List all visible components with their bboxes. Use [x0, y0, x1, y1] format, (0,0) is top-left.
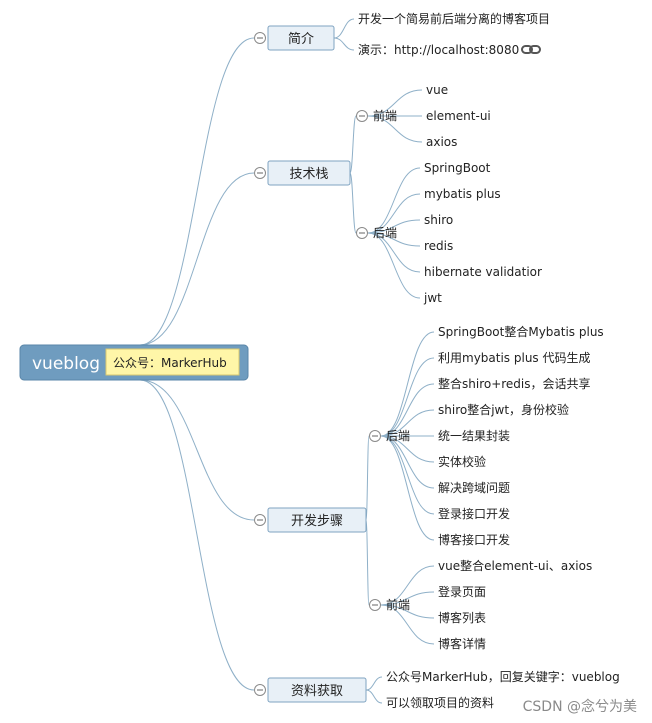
subtopic-tech-frontend[interactable]: 前端	[373, 108, 397, 123]
leaf-steps-fe-1[interactable]: 登录页面	[438, 584, 486, 599]
branch-tech-fe-2	[367, 115, 423, 143]
leaf-steps-fe-2[interactable]: 博客列表	[438, 610, 486, 625]
leaf-steps-be-1[interactable]: 利用mybatis plus 代码生成	[438, 351, 591, 365]
leaf-steps-be-2[interactable]: 整合shiro+redis，会话共享	[438, 376, 591, 391]
topic-tech[interactable]: 技术栈	[267, 160, 351, 186]
topic-resources-label: 资料获取	[291, 684, 343, 699]
branch-tech-be-2	[367, 219, 421, 234]
branch-root-intro	[139, 37, 255, 346]
branch-resources-0	[365, 676, 383, 691]
root-note-box	[105, 348, 240, 376]
collapse-minus-icon[interactable]	[369, 430, 381, 442]
leaf-tech-be-5[interactable]: jwt	[423, 291, 442, 305]
branch-tech-frontend	[349, 115, 357, 174]
branch-tech-be-0	[367, 167, 421, 234]
topic-tech-label: 技术栈	[289, 167, 328, 182]
topic-box	[267, 25, 335, 51]
subtopic-tech-backend[interactable]: 后端	[373, 226, 397, 240]
branch-root-tech	[139, 172, 255, 346]
subtopic-steps-frontend[interactable]: 前端	[386, 597, 410, 612]
branch-steps-be-8	[380, 435, 435, 541]
leaf-resources-0[interactable]: 公众号MarkerHub，回复关键字：vueblog	[386, 669, 620, 684]
branch-tech-backend	[349, 172, 357, 234]
leaf-steps-be-3[interactable]: shiro整合jwt，身份校验	[438, 402, 569, 417]
topic-box	[267, 507, 367, 533]
branch-tech-be-4	[367, 232, 421, 273]
topic-box	[267, 677, 367, 703]
branch-lines	[139, 18, 435, 704]
topic-steps[interactable]: 开发步骤	[267, 507, 367, 533]
leaf-resources-1[interactable]: 可以领取项目的资料	[386, 695, 494, 710]
link-icon[interactable]	[521, 45, 541, 54]
leaf-tech-be-1[interactable]: mybatis plus	[424, 187, 501, 201]
collapse-minus-icon[interactable]	[369, 599, 381, 611]
leaf-tech-be-0[interactable]: SpringBoot	[424, 161, 491, 175]
topic-intro-label: 简介	[288, 31, 314, 47]
subtopic-steps-backend[interactable]: 后端	[386, 429, 410, 443]
collapse-minus-icon[interactable]	[254, 167, 266, 179]
collapse-minus-icon[interactable]	[254, 514, 266, 526]
collapse-minus-icon[interactable]	[254, 684, 266, 696]
branch-steps-fe-3	[380, 604, 435, 645]
leaf-steps-be-6[interactable]: 解决跨域问题	[438, 481, 510, 495]
topic-resources[interactable]: 资料获取	[267, 677, 367, 703]
branch-steps-backend	[365, 435, 370, 521]
branch-steps-be-0	[380, 331, 435, 437]
collapse-minus-icon[interactable]	[254, 32, 266, 44]
leaf-tech-fe-1[interactable]: element-ui	[426, 109, 491, 123]
root-label: vueblog	[32, 354, 100, 374]
leaf-steps-be-0[interactable]: SpringBoot整合Mybatis plus	[438, 324, 604, 339]
leaf-steps-fe-0[interactable]: vue整合element-ui、axios	[438, 558, 592, 573]
root-node[interactable]: vueblog 公众号：MarkerHub	[19, 344, 249, 381]
branch-intro-1	[333, 37, 355, 51]
topic-intro[interactable]: 简介	[267, 25, 335, 51]
root-note: 公众号：MarkerHub	[113, 356, 227, 370]
branch-steps-be-1	[380, 357, 435, 437]
branch-root-resources	[139, 379, 255, 691]
branch-steps-be-3	[380, 409, 435, 437]
leaf-steps-be-5[interactable]: 实体校验	[438, 454, 486, 469]
collapse-minus-icon[interactable]	[356, 227, 368, 239]
leaf-intro-desc[interactable]: 开发一个简易前后端分离的博客项目	[358, 11, 550, 26]
branch-steps-fe-0	[380, 565, 435, 606]
branch-steps-frontend	[365, 519, 370, 606]
collapse-minus-icon[interactable]	[356, 110, 368, 122]
topic-steps-label: 开发步骤	[291, 513, 343, 529]
branch-steps-be-6	[380, 435, 435, 489]
branch-tech-fe-0	[367, 89, 423, 117]
branch-steps-fe-1	[380, 591, 435, 606]
leaf-tech-fe-2[interactable]: axios	[426, 135, 457, 149]
leaf-steps-be-7[interactable]: 登录接口开发	[438, 506, 510, 521]
leaf-steps-fe-3[interactable]: 博客详情	[438, 636, 486, 651]
leaf-tech-be-2[interactable]: shiro	[424, 213, 453, 227]
branch-intro-0	[333, 18, 355, 39]
leaf-steps-be-8[interactable]: 博客接口开发	[438, 532, 510, 547]
leaf-intro-demo[interactable]: 演示：http://localhost:8080	[358, 42, 519, 57]
leaf-tech-be-3[interactable]: redis	[424, 239, 453, 253]
leaf-tech-fe-0[interactable]: vue	[426, 83, 448, 97]
branch-root-steps	[139, 379, 255, 521]
branch-resources-1	[365, 689, 383, 704]
branch-steps-be-7	[380, 435, 435, 515]
branch-steps-be-2	[380, 383, 435, 437]
branch-steps-fe-2	[380, 604, 435, 619]
watermark: CSDN @念兮为美	[523, 698, 637, 715]
branch-tech-be-1	[367, 193, 421, 234]
branch-tech-be-3	[367, 232, 421, 247]
topic-box	[267, 160, 351, 186]
branch-tech-be-5	[367, 232, 421, 299]
leaf-steps-be-4[interactable]: 统一结果封装	[438, 429, 510, 443]
leaf-tech-be-4[interactable]: hibernate validatior	[424, 265, 542, 279]
